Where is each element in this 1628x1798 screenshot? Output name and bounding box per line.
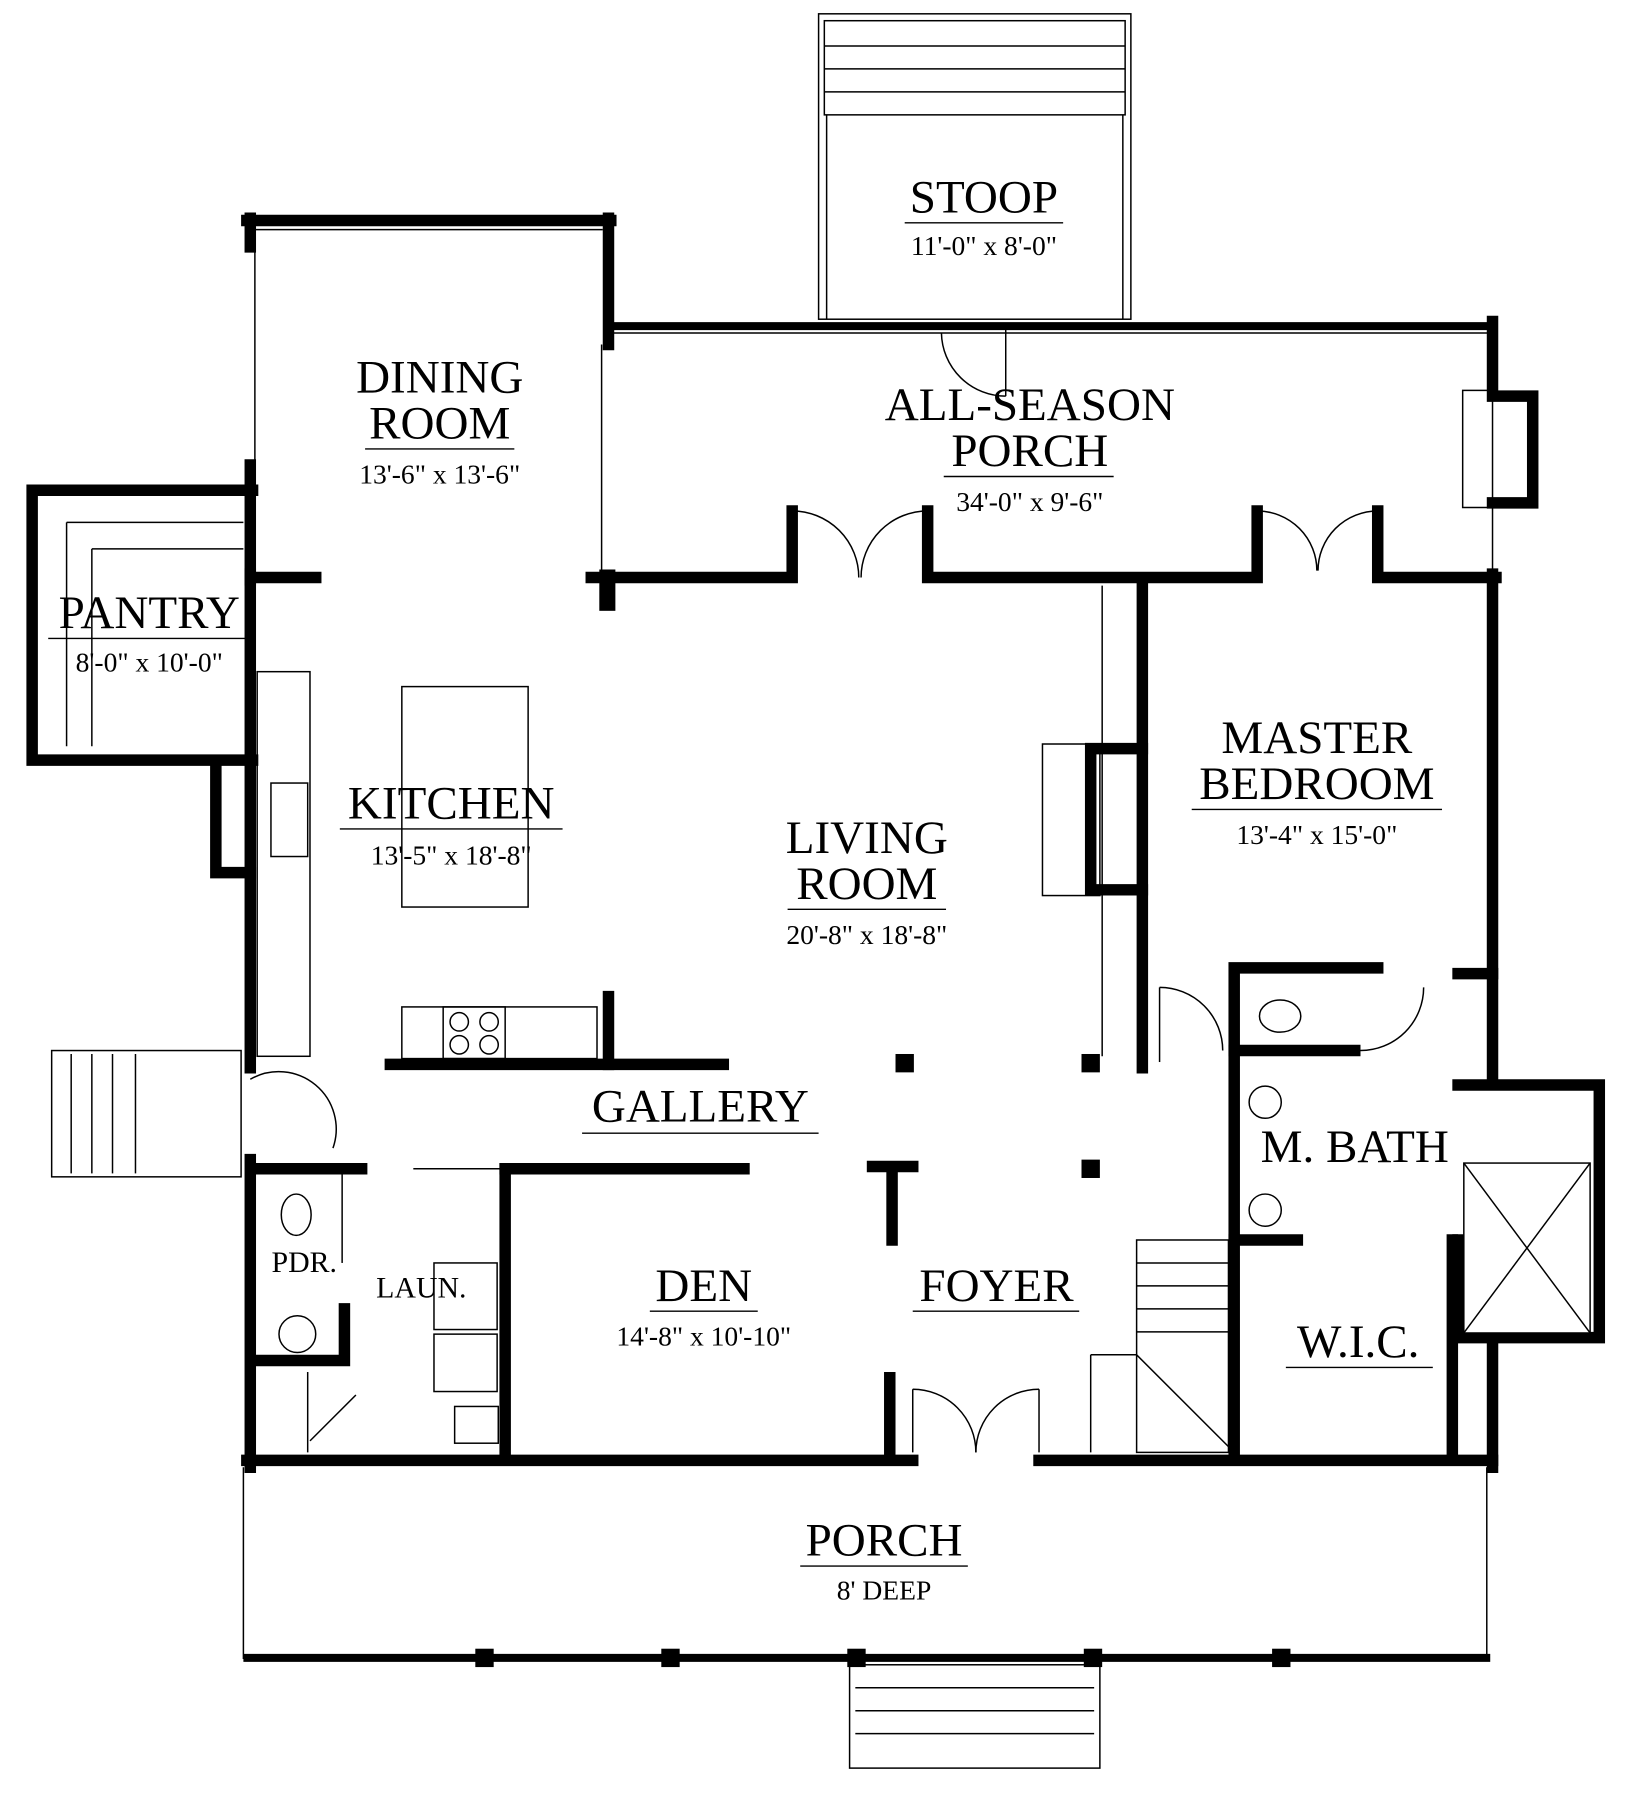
pantry-walls [26, 484, 259, 766]
sink-icon [270, 782, 309, 858]
room-dims: 13'-5" x 18'-8" [371, 840, 532, 871]
room-label-den: DEN 14'-8" x 10'-10" [616, 1260, 791, 1352]
room-dims: 14'-8" x 10'-10" [616, 1321, 791, 1352]
room-label-living: LIVING ROOM 20'-8" x 18'-8" [786, 812, 948, 950]
room-name: ALL-SEASON [885, 379, 1175, 431]
room-name: BEDROOM [1199, 758, 1434, 810]
room-name: PANTRY [59, 587, 240, 639]
room-name: DEN [655, 1260, 752, 1312]
room-name: M. BATH [1261, 1121, 1449, 1173]
room-dims: 11'-0" x 8'-0" [911, 230, 1057, 261]
room-label-master-bedroom: MASTER BEDROOM 13'-4" x 15'-0" [1191, 712, 1443, 850]
room-name: PORCH [951, 425, 1108, 477]
room-name: DINING [356, 352, 523, 404]
room-label-wic: W.I.C. [1285, 1316, 1433, 1369]
room-label-dining: DINING ROOM 13'-6" x 13'-6" [356, 352, 523, 490]
toilet-icon [1258, 999, 1302, 1033]
room-label-foyer: FOYER [912, 1260, 1080, 1312]
sink-icon [1248, 1085, 1283, 1120]
room-name: FOYER [919, 1260, 1074, 1312]
room-name: ROOM [369, 398, 510, 450]
room-name: LAUN. [376, 1271, 466, 1304]
stairs [50, 1049, 1230, 1454]
dryer-icon [433, 1333, 498, 1393]
kitchen-island [401, 685, 529, 908]
room-dims: 13'-4" x 15'-0" [1236, 819, 1397, 850]
room-name: PORCH [806, 1515, 963, 1567]
room-name: GALLERY [592, 1081, 809, 1133]
room-label-all-season-porch: ALL-SEASON PORCH 34'-0" x 9'-6" [885, 379, 1175, 517]
room-name: PDR. [271, 1246, 337, 1279]
room-label-laundry: LAUN. [376, 1271, 466, 1304]
room-name: LIVING [786, 812, 948, 864]
dining-room-walls [241, 212, 617, 611]
sink-icon [278, 1315, 317, 1354]
room-dims: 13'-6" x 13'-6" [359, 458, 520, 489]
room-name: ROOM [796, 858, 937, 910]
room-label-stoop: STOOP 11'-0" x 8'-0" [904, 171, 1064, 261]
room-name: STOOP [910, 171, 1058, 223]
room-label-powder: PDR. [271, 1246, 337, 1279]
room-label-porch: PORCH 8' DEEP [800, 1515, 968, 1605]
sink-icon [1248, 1193, 1283, 1227]
room-label-master-bath: M. BATH [1261, 1121, 1449, 1173]
stoop [817, 13, 1132, 320]
room-label-pantry: PANTRY 8'-0" x 10'-0" [48, 587, 251, 678]
room-name: KITCHEN [348, 778, 555, 830]
room-label-gallery: GALLERY [582, 1081, 819, 1134]
front-porch [242, 1467, 1491, 1769]
room-name: W.I.C. [1297, 1316, 1419, 1368]
cooktop-icon [442, 1006, 506, 1060]
room-label-kitchen: KITCHEN 13'-5" x 18'-8" [339, 778, 563, 871]
room-dims: 34'-0" x 9'-6" [956, 486, 1103, 517]
side-steps [50, 1049, 242, 1178]
all-season-porch-walls [585, 315, 1539, 584]
kitchen-fixtures [256, 670, 598, 1060]
room-dims: 8' DEEP [837, 1574, 931, 1605]
room-dims: 20'-8" x 18'-8" [786, 919, 947, 950]
interior-walls [252, 579, 1459, 1459]
room-dims: 8'-0" x 10'-0" [76, 647, 223, 678]
toilet-icon [280, 1193, 312, 1237]
bath-fixtures [278, 999, 1302, 1444]
room-name: MASTER [1221, 712, 1413, 764]
washer-icon [433, 1262, 498, 1331]
